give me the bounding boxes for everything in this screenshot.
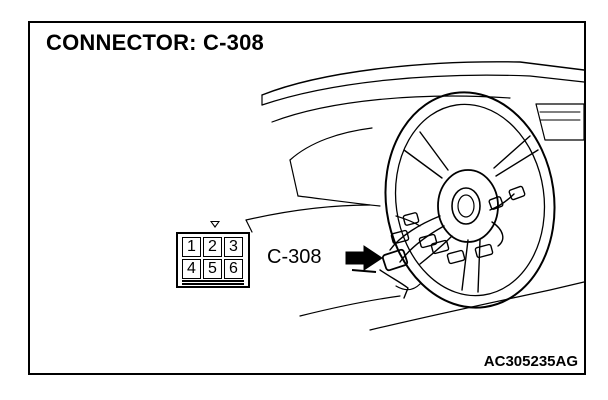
connector-callout-label: C-308	[267, 246, 322, 268]
page-title: CONNECTOR: C-308	[46, 30, 264, 55]
pin-4: 4	[182, 259, 201, 279]
connector-lock-bar	[182, 280, 244, 282]
diagram-frame	[28, 21, 586, 375]
connector-lock-bar-inner	[182, 283, 244, 285]
connector-key-inner	[212, 222, 218, 226]
pin-3: 3	[224, 237, 243, 257]
pin-6: 6	[224, 259, 243, 279]
pin-1: 1	[182, 237, 201, 257]
figure-id: AC305235AG	[483, 353, 578, 370]
pin-5: 5	[203, 259, 222, 279]
connector-pin-diagram: 1 2 3 4 5 6	[176, 232, 250, 288]
pin-2: 2	[203, 237, 222, 257]
